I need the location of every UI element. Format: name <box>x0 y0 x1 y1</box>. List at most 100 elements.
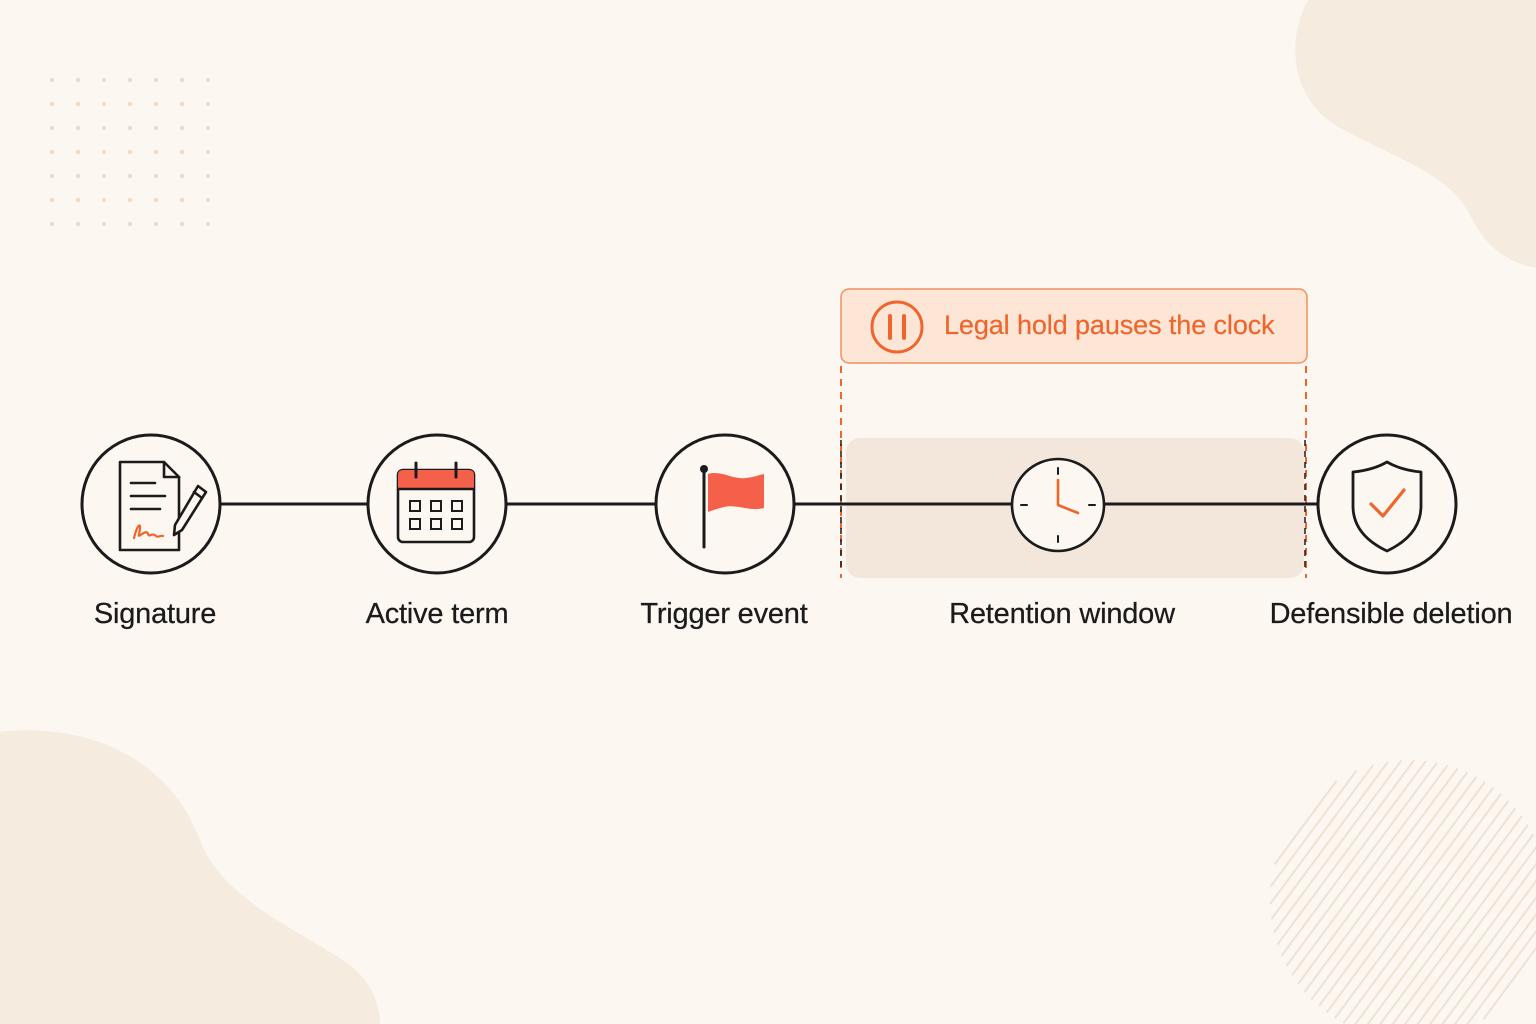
stage-label-trigger-event: Trigger event <box>640 598 808 630</box>
decor-dot <box>102 198 106 202</box>
decor-hatch-line <box>1441 896 1536 1024</box>
decor-dot <box>128 174 132 178</box>
decor-dot <box>180 174 184 178</box>
decor-dot <box>180 126 184 130</box>
flag-icon <box>700 465 764 549</box>
decor-dot <box>154 126 158 130</box>
decor-hatch-line <box>1482 946 1536 1020</box>
decor-hatch-line <box>1269 770 1358 888</box>
decor-dot <box>206 102 210 106</box>
decor-dot <box>76 150 80 154</box>
decor-hatch-line <box>1291 764 1449 976</box>
decor-dot <box>76 78 80 82</box>
decor-dot <box>50 174 54 178</box>
decor-hatch-line <box>1404 845 1536 1024</box>
decor-hatch-line <box>1269 764 1374 905</box>
decor-hatch-line <box>1379 824 1529 1024</box>
decor-hatch-line <box>1428 879 1536 1024</box>
decor-hatch-line <box>1391 833 1535 1024</box>
decor-hatch-line <box>1273 780 1338 865</box>
decor-hatch-line <box>1285 762 1438 967</box>
stage-label-signature: Signature <box>93 598 217 630</box>
decor-dot <box>180 222 184 226</box>
decor-dot <box>128 150 132 154</box>
stage-node-defensible-deletion <box>1316 433 1458 575</box>
decor-dot <box>206 222 210 226</box>
stage-label-active-term: Active term <box>365 598 509 630</box>
decor-hatch-line <box>1297 767 1459 985</box>
decor-dot <box>154 78 158 82</box>
decor-hatch-line <box>1342 799 1510 1024</box>
decor-hatch-line <box>1466 929 1536 1024</box>
decor-dot <box>154 174 158 178</box>
decor-hatch-line <box>1416 862 1536 1024</box>
decor-hatch-line <box>1366 815 1523 1024</box>
decor-dot <box>102 102 106 106</box>
decor-dot <box>102 126 106 130</box>
decor-dot <box>50 198 54 202</box>
decor-dot <box>128 102 132 106</box>
decor-dot <box>102 222 106 226</box>
decor-dot <box>206 150 210 154</box>
stage-node-retention-window <box>1010 457 1106 553</box>
decor-dot <box>180 78 184 82</box>
decor-dot <box>102 174 106 178</box>
decor-dot <box>180 102 184 106</box>
decor-hatch-line <box>1303 771 1469 993</box>
decor-dot <box>206 174 210 178</box>
decor-dot <box>180 150 184 154</box>
decor-dot <box>50 222 54 226</box>
decor-dot <box>76 126 80 130</box>
decor-dot <box>76 174 80 178</box>
clock-icon <box>1020 467 1096 543</box>
decor-dot <box>50 126 54 130</box>
calendar-icon <box>396 461 476 544</box>
top-right-blob <box>1295 0 1536 268</box>
decor-hatch-line <box>1334 793 1502 1019</box>
decor-dot <box>206 126 210 130</box>
stage-label-defensible-deletion: Defensible deletion <box>1269 598 1513 630</box>
decor-dot <box>76 222 80 226</box>
decor-dot <box>154 198 158 202</box>
decor-dot <box>128 78 132 82</box>
decor-dot <box>154 102 158 106</box>
decor-dot <box>50 78 54 82</box>
dot-grid <box>50 78 210 226</box>
decor-dot <box>154 150 158 154</box>
decor-dot <box>128 222 132 226</box>
decor-hatch-line <box>1270 761 1389 920</box>
stage-label-retention-window: Retention window <box>949 598 1175 630</box>
decor-hatch-line <box>1280 760 1427 957</box>
legal-hold-label: Legal hold pauses the clock <box>944 310 1275 340</box>
decor-dot <box>50 102 54 106</box>
signed-document-icon <box>118 460 208 552</box>
shield-check-icon <box>1351 460 1423 553</box>
decor-dot <box>206 78 210 82</box>
decor-hatch-line <box>1276 759 1415 946</box>
decor-hatch-line <box>1310 776 1478 1001</box>
stage-node-trigger-event <box>654 433 796 575</box>
decor-dot <box>50 150 54 154</box>
pause-icon <box>870 300 924 354</box>
decor-hatch-line <box>1318 781 1486 1007</box>
decor-hatch-line <box>1453 913 1536 1024</box>
decor-dot <box>128 126 132 130</box>
bottom-left-blob <box>0 730 380 1024</box>
decor-dot <box>180 198 184 202</box>
legal-hold-box <box>840 288 1308 364</box>
decor-dot <box>102 150 106 154</box>
legal-hold-callout <box>840 288 1308 578</box>
decor-dot <box>206 198 210 202</box>
decor-dot <box>102 78 106 82</box>
decor-hatch-line <box>1354 807 1517 1024</box>
decor-hatch-line <box>1273 759 1403 934</box>
stage-node-active-term <box>366 433 508 575</box>
stage-node-signature <box>80 433 222 575</box>
decor-dot <box>76 198 80 202</box>
decor-dot <box>128 198 132 202</box>
decor-dot <box>76 102 80 106</box>
diagonal-hatch <box>1269 759 1536 1024</box>
decor-hatch-line <box>1325 786 1495 1014</box>
